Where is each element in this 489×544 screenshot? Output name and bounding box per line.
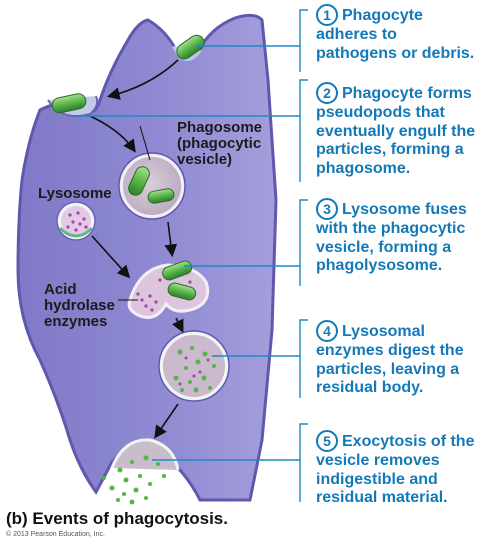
figure-caption: (b) Events of phagocytosis. <box>6 509 228 528</box>
step-3-line-1: Lysosome fuses <box>342 201 467 218</box>
acid-hydrolase-label-line-1: Acid <box>44 281 77 298</box>
phagosome-label: Phagosome (phagocytic vesicle) <box>177 120 262 168</box>
exocytosis-pit <box>102 438 180 505</box>
phagosome <box>118 152 186 220</box>
bacterium-step2 <box>51 93 87 114</box>
step-2-line-5: phagosome. <box>316 159 411 177</box>
step-5-number: 5 <box>316 430 338 452</box>
step-4-number: 4 <box>316 320 338 342</box>
step-3-line-3: vesicle, forming a <box>316 238 452 256</box>
step-5-line-3: indigestible and <box>316 470 438 488</box>
step-5-line-2: vesicle removes <box>316 452 440 469</box>
bacterium-step1 <box>176 34 205 60</box>
phagocyte-cell <box>16 13 278 502</box>
phagosome-label-line-1: Phagosome <box>177 119 263 136</box>
step-5-line-4: residual material. <box>316 489 448 506</box>
step-3-line-4: phagolysosome. <box>316 257 443 274</box>
acid-hydrolase-label-line-3: enzymes <box>44 313 108 330</box>
step-1-number: 1 <box>316 4 338 26</box>
step-2-line-3: eventually engulf the <box>316 122 476 140</box>
step-2-line-2: pseudopods that <box>316 104 445 121</box>
lysosome-label: Lysosome <box>38 185 112 202</box>
step-1-line-1: Phagocyte <box>342 7 423 24</box>
phagosome-label-line-2: (phagocytic <box>177 135 262 152</box>
step-5-line-1: Exocytosis of the <box>342 433 475 450</box>
step-1-line-2: adheres to <box>316 26 397 43</box>
step-4-line-2: enzymes digest the <box>316 342 464 359</box>
process-arrows <box>89 59 184 439</box>
digesting-vesicle <box>158 330 230 402</box>
label-pointers <box>118 125 151 301</box>
step-1-line-3: pathogens or debris. <box>316 44 475 62</box>
step-2-line-1: Phagocyte forms <box>342 85 472 102</box>
acid-hydrolase-label: Acid hydrolase enzymes <box>44 282 115 330</box>
leader-lines <box>74 9 308 461</box>
step-4-line-3: particles, leaving a <box>316 360 460 378</box>
step-2-line-4: particles, forming a <box>316 141 464 158</box>
copyright-notice: © 2013 Pearson Education, Inc. <box>6 531 105 538</box>
lysosome <box>56 201 96 241</box>
step-4-line-4: residual body. <box>316 379 424 396</box>
step-3-number: 3 <box>316 198 338 220</box>
phagosome-label-line-3: vesicle) <box>177 151 233 168</box>
step-4-line-1: Lysosomal <box>342 323 425 340</box>
step-3-line-2: with the phagocytic <box>316 220 466 237</box>
acid-hydrolase-label-line-2: hydrolase <box>44 297 115 314</box>
step-2-number: 2 <box>316 82 338 104</box>
